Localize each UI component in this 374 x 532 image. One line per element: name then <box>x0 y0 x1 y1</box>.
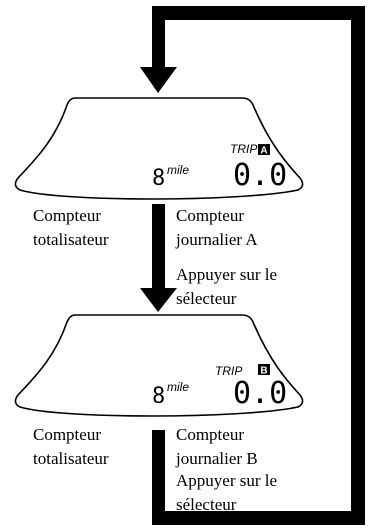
trip-word-b: TRIP <box>215 364 242 378</box>
label-trip-b-line2: journalier B <box>176 449 258 468</box>
display-panel-b: 8 mile TRIP B 0.0 <box>14 314 304 417</box>
trip-value-a: 0.0 <box>233 158 287 193</box>
label-trip-a-line1: Compteur <box>176 206 244 225</box>
label-odometer-b-line1: Compteur <box>33 425 101 444</box>
return-loop <box>152 6 365 525</box>
middle-arrow-head <box>140 288 177 312</box>
label-odometer-a-line2: totalisateur <box>33 230 109 249</box>
loop-arrow-head <box>140 67 177 93</box>
middle-arrow-shaft <box>152 204 165 289</box>
trip-word-a: TRIP <box>230 142 257 156</box>
step-instruction-1-line2: sélecteur <box>176 289 237 308</box>
trip-value-b: 0.0 <box>233 376 287 411</box>
step-instruction-2-line1: Appuyer sur le <box>176 471 278 490</box>
step-instruction-2-line2: sélecteur <box>176 495 237 514</box>
label-trip-a-line2: journalier A <box>176 230 258 249</box>
odometer-digit-a: 8 <box>152 166 165 191</box>
label-trip-b-line1: Compteur <box>176 425 244 444</box>
trip-badge-a <box>258 144 270 155</box>
trip-letter-b: B <box>260 366 267 377</box>
odometer-digit-b: 8 <box>152 384 165 409</box>
unit-label-a: mile <box>167 163 189 177</box>
label-odometer-a-line1: Compteur <box>33 206 101 225</box>
trip-letter-a: A <box>260 146 267 157</box>
step-instruction-1-line1: Appuyer sur le <box>176 265 278 284</box>
display-panel-a: 8 mile TRIP A 0.0 <box>14 97 304 200</box>
unit-label-b: mile <box>167 380 189 394</box>
trip-badge-b <box>258 364 270 375</box>
label-odometer-b-line2: totalisateur <box>33 449 109 468</box>
